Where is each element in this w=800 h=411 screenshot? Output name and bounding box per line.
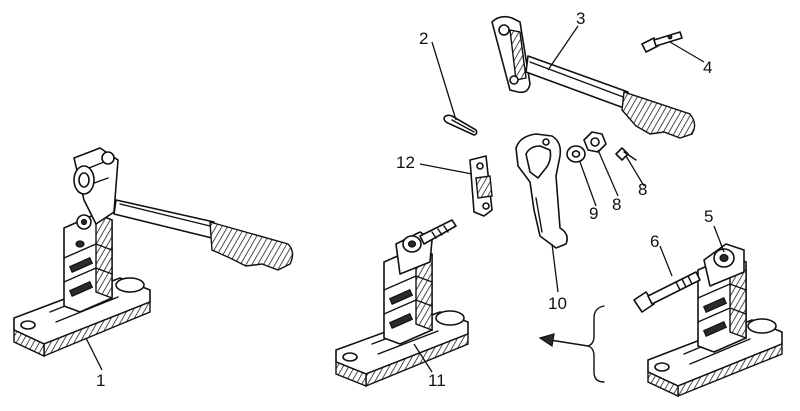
bolt-6 xyxy=(633,271,701,313)
callout-3: 3 xyxy=(576,9,585,28)
assembly-5 xyxy=(647,243,783,398)
direction-arrow xyxy=(538,333,589,348)
cam-lever-10 xyxy=(515,133,568,249)
callout-10: 10 xyxy=(548,294,567,313)
pin-4 xyxy=(641,31,683,53)
callout-12: 12 xyxy=(396,153,415,172)
callout-4: 4 xyxy=(703,58,712,77)
assembly-11 xyxy=(335,219,469,388)
nut-8 xyxy=(583,131,607,153)
washer-9 xyxy=(566,145,586,163)
callout-9: 9 xyxy=(589,204,598,223)
latch-12 xyxy=(469,155,493,217)
callout-6: 6 xyxy=(650,232,659,251)
assembly-1 xyxy=(13,147,294,358)
callout-labels: 1 2 3 4 5 6 8 8 9 10 11 12 xyxy=(96,9,713,390)
leader-lines xyxy=(85,25,725,373)
handle-3 xyxy=(491,15,696,139)
callout-5: 5 xyxy=(704,207,713,226)
callout-8b: 8 xyxy=(638,180,647,199)
callout-8a: 8 xyxy=(612,195,621,214)
cotter-pin-2 xyxy=(443,114,478,136)
grouping-brace xyxy=(587,305,605,383)
callout-2: 2 xyxy=(419,29,428,48)
screw-8 xyxy=(615,147,637,161)
callout-11: 11 xyxy=(428,371,446,390)
callout-1: 1 xyxy=(96,371,105,390)
